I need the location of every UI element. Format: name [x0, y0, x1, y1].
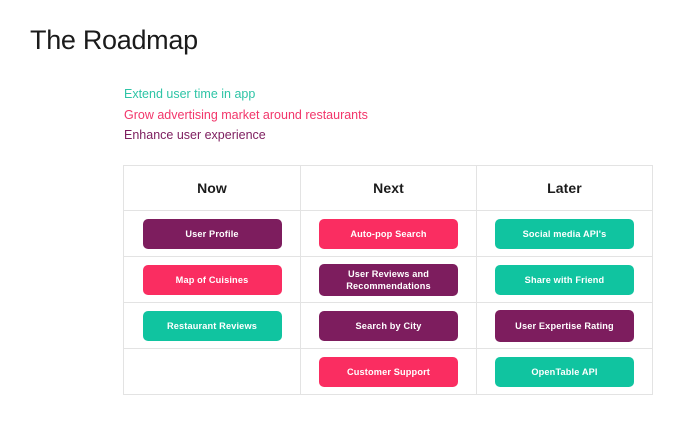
roadmap-item-pill[interactable]: Search by City [319, 310, 458, 341]
roadmap-table: Now Next Later User Profile Auto-pop Sea… [123, 165, 653, 395]
cell-now-2: Map of Cuisines [123, 256, 301, 303]
roadmap-item-pill[interactable]: User Reviews and Recommendations [319, 263, 458, 296]
roadmap-item-pill[interactable]: Restaurant Reviews [142, 310, 282, 341]
column-header-later: Later [476, 165, 653, 211]
cell-now-3: Restaurant Reviews [123, 302, 301, 349]
table-row: Map of Cuisines User Reviews and Recomme… [123, 256, 653, 303]
roadmap-item-pill[interactable]: Social media API's [495, 218, 634, 249]
cell-now-1: User Profile [123, 210, 301, 257]
roadmap-item-pill[interactable]: User Expertise Rating [495, 309, 634, 342]
pill-label: Share with Friend [524, 274, 605, 285]
table-row: Customer Support OpenTable API [123, 348, 653, 395]
goal-line-3: Enhance user experience [124, 128, 266, 143]
cell-later-3: User Expertise Rating [476, 302, 653, 349]
table-header-row: Now Next Later [123, 165, 653, 211]
column-header-next: Next [300, 165, 477, 211]
page-title: The Roadmap [30, 25, 198, 55]
roadmap-item-pill[interactable]: OpenTable API [495, 356, 634, 387]
cell-next-2: User Reviews and Recommendations [300, 256, 477, 303]
pill-label: User Reviews and Recommendations [346, 268, 431, 291]
empty-cell-placeholder [143, 357, 282, 387]
roadmap-item-pill[interactable]: Auto-pop Search [319, 218, 458, 249]
goal-line-1: Extend user time in app [124, 87, 256, 101]
pill-label: Customer Support [346, 366, 431, 377]
cell-later-4: OpenTable API [476, 348, 653, 395]
cell-later-2: Share with Friend [476, 256, 653, 303]
pill-label: User Expertise Rating [515, 320, 614, 331]
table-row: User Profile Auto-pop Search Social medi… [123, 210, 653, 257]
cell-now-4 [123, 348, 301, 395]
pill-label: OpenTable API [531, 366, 598, 377]
cell-next-3: Search by City [300, 302, 477, 349]
roadmap-item-pill[interactable]: Customer Support [319, 356, 458, 387]
pill-label: Restaurant Reviews [166, 320, 258, 331]
roadmap-item-pill[interactable]: User Profile [142, 218, 282, 249]
pill-label: User Profile [185, 228, 239, 239]
pill-label: Search by City [355, 320, 422, 331]
roadmap-item-pill[interactable]: Share with Friend [495, 264, 634, 295]
cell-later-1: Social media API's [476, 210, 653, 257]
cell-next-4: Customer Support [300, 348, 477, 395]
roadmap-item-pill[interactable]: Map of Cuisines [142, 264, 282, 295]
pill-label: Social media API's [522, 228, 607, 239]
column-header-now: Now [123, 165, 301, 211]
pill-label: Map of Cuisines [175, 274, 249, 285]
pill-label: Auto-pop Search [350, 228, 427, 239]
goals-list: Extend user time in app Grow advertising… [124, 84, 544, 146]
cell-next-1: Auto-pop Search [300, 210, 477, 257]
table-row: Restaurant Reviews Search by City User E… [123, 302, 653, 349]
goal-line-2: Grow advertising market around restauran… [124, 107, 368, 122]
